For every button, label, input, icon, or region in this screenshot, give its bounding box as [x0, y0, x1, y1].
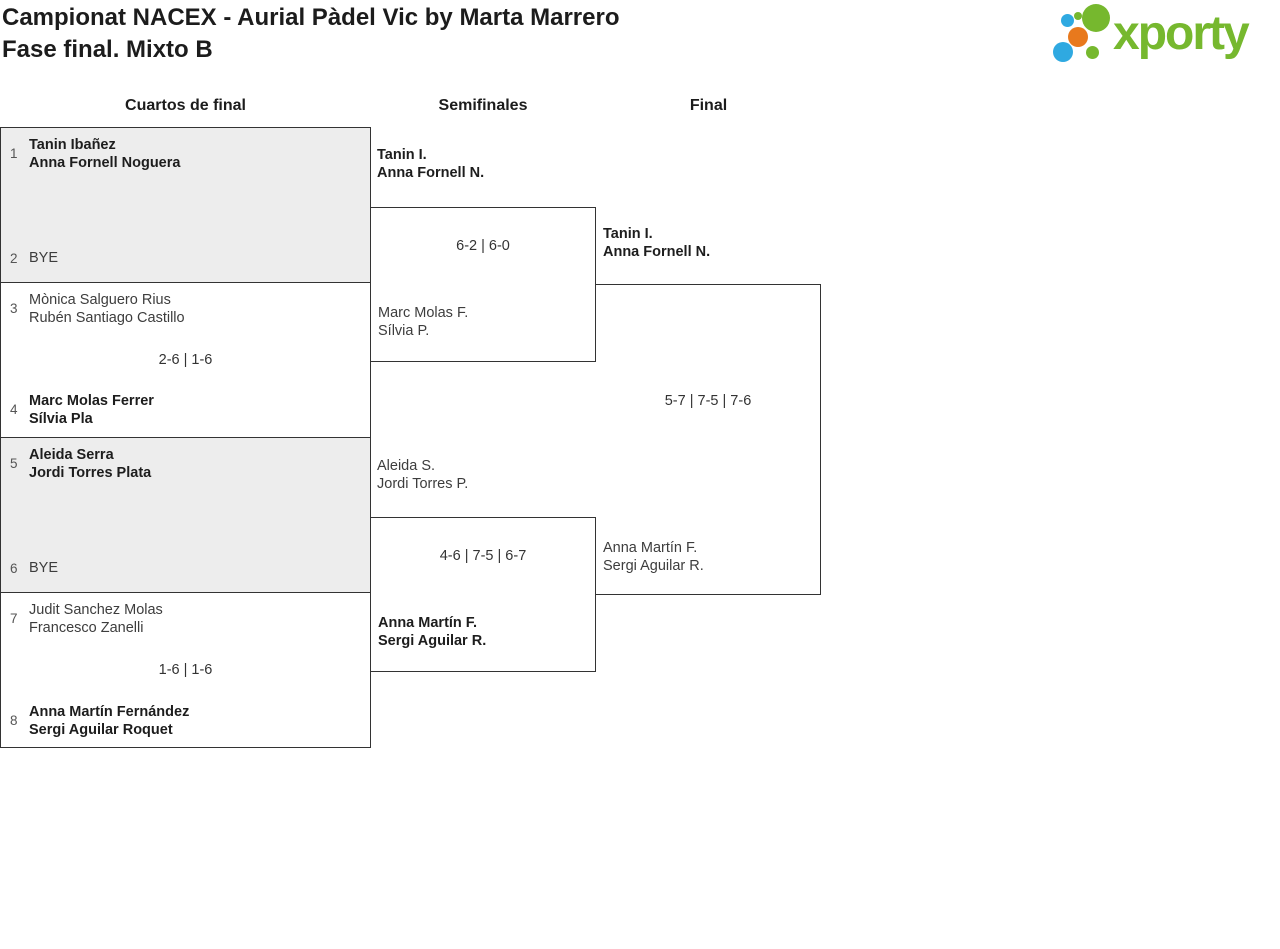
- logo-dot-blue-bottom-icon: [1053, 42, 1073, 62]
- quarterfinals-column: 1 Tanin Ibañez Anna Fornell Noguera 2 BY…: [0, 127, 371, 748]
- pair-names: Mònica Salguero Rius Rubén Santiago Cast…: [29, 292, 185, 327]
- player-name: Jordi Torres Plata: [29, 464, 152, 481]
- player-name: Sergi Aguilar Roquet: [29, 721, 173, 738]
- match-quarterfinal-4: 7 Judit Sanchez Molas Francesco Zanelli …: [1, 593, 370, 748]
- match-semifinal-1: 6-2 | 6-0 Marc Molas F. Sílvia P.: [370, 207, 596, 362]
- logo-dot-green-tiny-icon: [1074, 12, 1082, 20]
- semifinal-1-bottom-pair: Marc Molas F. Sílvia P.: [378, 305, 468, 340]
- final-bottom-pair: Anna Martín F. Sergi Aguilar R.: [603, 540, 704, 575]
- pair-names: Judit Sanchez Molas Francesco Zanelli: [29, 602, 163, 637]
- player-name: Aleida Serra: [29, 447, 114, 463]
- player-name: Sílvia Pla: [29, 410, 93, 427]
- match-final: 5-7 | 7-5 | 7-6 Anna Martín F. Sergi Agu…: [596, 284, 821, 595]
- match-semifinal-2: 4-6 | 7-5 | 6-7 Anna Martín F. Sergi Agu…: [370, 517, 596, 672]
- player-name: Sílvia P.: [378, 322, 430, 339]
- semifinal-1-top-pair: Tanin I. Anna Fornell N.: [377, 147, 484, 182]
- page-title-line1: Campionat NACEX - Aurial Pàdel Vic by Ma…: [2, 4, 620, 31]
- logo-dot-blue-top-icon: [1061, 14, 1074, 27]
- player-name: Francesco Zanelli: [29, 619, 144, 636]
- round-header-quarterfinals: Cuartos de final: [125, 97, 246, 114]
- round-header-semifinals: Semifinales: [438, 97, 528, 114]
- semifinal-2-top-pair: Aleida S. Jordi Torres P.: [377, 458, 468, 493]
- player-name: Anna Fornell Noguera: [29, 154, 181, 171]
- player-name: Marc Molas Ferrer: [29, 393, 154, 409]
- player-name: Marc Molas F.: [378, 305, 469, 321]
- player-name: Anna Fornell N.: [603, 243, 711, 260]
- seed-number: 7: [10, 611, 18, 626]
- seed-number: 6: [10, 561, 18, 576]
- seed-number: 5: [10, 456, 18, 471]
- match-quarterfinal-1: 1 Tanin Ibañez Anna Fornell Noguera 2 BY…: [1, 128, 370, 283]
- round-header-final: Final: [689, 97, 728, 114]
- player-name: Jordi Torres P.: [377, 475, 469, 492]
- pair-names: Marc Molas Ferrer Sílvia Pla: [29, 393, 154, 428]
- match-score: 2-6 | 1-6: [158, 352, 213, 368]
- seed-number: 8: [10, 713, 18, 728]
- page-title-line2: Fase final. Mixto B: [2, 36, 213, 63]
- player-name: Rubén Santiago Castillo: [29, 309, 185, 326]
- pair-names: Tanin Ibañez Anna Fornell Noguera: [29, 137, 180, 172]
- seed-number: 3: [10, 301, 18, 316]
- xporty-logo[interactable]: xporty: [1050, 0, 1278, 72]
- seed-number: 2: [10, 251, 18, 266]
- match-quarterfinal-3: 5 Aleida Serra Jordi Torres Plata 6 BYE: [1, 438, 370, 593]
- seed-number: 4: [10, 402, 18, 417]
- semifinal-2-bottom-pair: Anna Martín F. Sergi Aguilar R.: [378, 615, 486, 650]
- match-score: 5-7 | 7-5 | 7-6: [664, 393, 752, 409]
- player-name: Mònica Salguero Rius: [29, 292, 171, 308]
- player-name: Anna Martín F.: [378, 615, 478, 631]
- pair-names: Anna Martín Fernández Sergi Aguilar Roqu…: [29, 704, 189, 739]
- seed-number: 1: [10, 146, 18, 161]
- match-score: 4-6 | 7-5 | 6-7: [439, 548, 527, 564]
- player-name: Aleida S.: [377, 458, 436, 474]
- match-score: 6-2 | 6-0: [456, 238, 510, 254]
- logo-dot-green-large-icon: [1082, 4, 1110, 32]
- logo-dot-orange-icon: [1068, 27, 1088, 47]
- player-name: Tanin I.: [603, 226, 653, 242]
- player-name: Anna Martín Fernández: [29, 704, 190, 720]
- match-score: 1-6 | 1-6: [158, 662, 213, 678]
- bye-label: BYE: [29, 250, 59, 266]
- player-name: Anna Fornell N.: [377, 164, 485, 181]
- player-name: Anna Martín F.: [603, 540, 698, 556]
- logo-wordmark: xporty: [1113, 7, 1250, 60]
- player-name: Sergi Aguilar R.: [603, 557, 704, 574]
- final-top-pair: Tanin I. Anna Fornell N.: [603, 226, 710, 261]
- player-name: Tanin Ibañez: [29, 137, 116, 153]
- page-title: Campionat NACEX - Aurial Pàdel Vic by Ma…: [2, 2, 620, 66]
- pair-names: Aleida Serra Jordi Torres Plata: [29, 447, 151, 482]
- bye-label: BYE: [29, 560, 59, 576]
- player-name: Sergi Aguilar R.: [378, 632, 487, 649]
- player-name: Tanin I.: [377, 147, 427, 163]
- match-quarterfinal-2: 3 Mònica Salguero Rius Rubén Santiago Ca…: [1, 283, 370, 438]
- player-name: Judit Sanchez Molas: [29, 602, 163, 618]
- logo-dot-green-small-icon: [1086, 46, 1099, 59]
